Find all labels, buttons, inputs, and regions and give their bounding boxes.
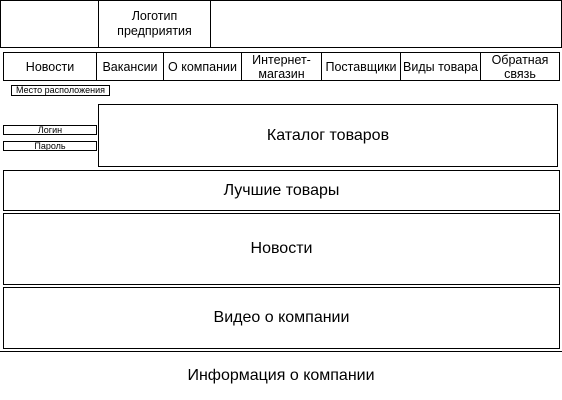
nav-item-feedback[interactable]: Обратная связь: [491, 52, 549, 81]
company-info-title: Информация о компании: [187, 367, 375, 384]
password-field[interactable]: Пароль: [3, 141, 97, 151]
company-logo[interactable]: Логотип предприятия: [98, 0, 211, 48]
nav-item-product-types[interactable]: Виды товара: [401, 53, 481, 80]
nav-item-vacancies[interactable]: Вакансии: [97, 53, 164, 80]
news-title: Новости: [250, 240, 313, 257]
video-title: Видео о компании: [213, 309, 350, 326]
best-products-section[interactable]: Лучшие товары: [3, 170, 560, 211]
catalog-title: Каталог товаров: [266, 126, 390, 144]
header-frame: [0, 0, 562, 48]
news-section[interactable]: Новости: [3, 213, 560, 285]
login-field[interactable]: Логин: [3, 125, 97, 135]
video-section[interactable]: Видео о компании: [3, 287, 560, 349]
nav-item-shop[interactable]: Интернет- магазин: [242, 53, 322, 81]
nav-item-suppliers[interactable]: Поставщики: [322, 53, 401, 80]
catalog-section[interactable]: Каталог товаров: [98, 104, 558, 167]
login-label: Логин: [37, 124, 63, 135]
nav-item-news[interactable]: Новости: [4, 53, 97, 80]
nav-item-about[interactable]: О компании: [164, 53, 242, 80]
location-label: Место расположения: [16, 85, 105, 95]
logo-text: Логотип предприятия: [117, 9, 192, 38]
company-info-footer: Информация о компании: [0, 351, 562, 400]
main-nav: Новости Вакансии О компании Интернет- ма…: [3, 52, 560, 81]
location-button[interactable]: Место расположения: [11, 85, 110, 96]
best-products-title: Лучшие товары: [223, 181, 340, 199]
password-label: Пароль: [34, 140, 66, 151]
